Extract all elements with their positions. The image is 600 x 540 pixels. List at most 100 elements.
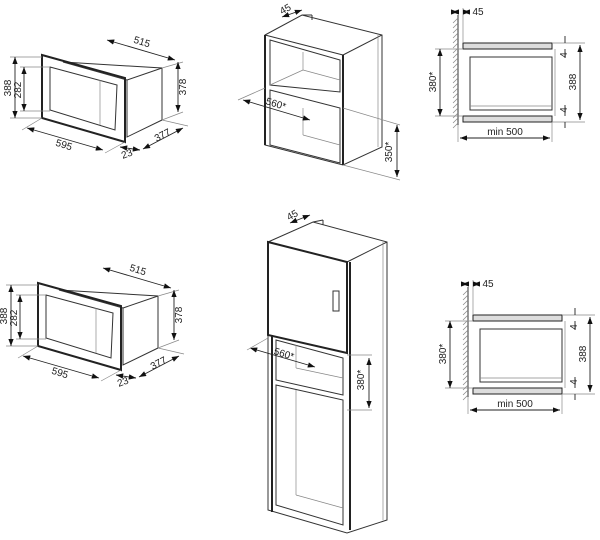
width-label: 595	[54, 138, 74, 154]
outline-line	[462, 379, 469, 386]
gap-label: 45	[482, 279, 494, 290]
body-height-label: 378	[174, 306, 185, 323]
top-clearance-label: 4	[559, 52, 570, 58]
outline-line	[452, 97, 459, 104]
frame-depth-label: 23	[120, 147, 135, 161]
outline-line	[462, 339, 469, 346]
height-label: 388	[578, 345, 589, 362]
outline-line	[452, 122, 459, 129]
front-height-label: 388	[3, 79, 14, 96]
outline-line	[161, 119, 189, 127]
outline-line	[462, 324, 469, 331]
outline-line	[462, 329, 469, 336]
outline-line	[462, 384, 469, 391]
outline-line	[452, 67, 459, 74]
outline-line	[462, 394, 469, 401]
outline-line	[295, 494, 344, 509]
bottom-clearance-label: 4	[569, 379, 580, 385]
depth-label: 515	[128, 263, 148, 279]
niche-width-label: 560*	[264, 96, 287, 113]
depth-dimension	[102, 267, 172, 289]
height-label: 388	[568, 73, 579, 90]
outline-line	[312, 219, 324, 223]
depth-label: min 500	[487, 127, 523, 138]
bottom-clearance-label: 4	[559, 107, 570, 113]
appliance-section	[469, 56, 553, 111]
outline-line	[462, 314, 469, 321]
body-height-label: 378	[178, 78, 189, 95]
oven-niche	[275, 384, 344, 526]
upper-opening	[269, 39, 341, 93]
front-height-label: 388	[0, 307, 10, 324]
lower-opening	[269, 89, 341, 164]
outline-line	[462, 364, 469, 371]
lower-shelf	[472, 387, 563, 395]
upper-shelf	[472, 314, 563, 322]
niche-height-label: 380*	[438, 344, 449, 365]
outline-line	[452, 117, 459, 124]
outline-line	[452, 42, 459, 49]
outline-line	[452, 37, 459, 44]
outline-line	[452, 77, 459, 84]
outline-line	[462, 294, 469, 301]
window-height-label: 282	[13, 81, 24, 98]
body-depth-label: 377	[153, 127, 173, 145]
outline-line	[452, 107, 459, 114]
window-height-label: 282	[9, 309, 20, 326]
outline-line	[452, 62, 459, 69]
outline-line	[452, 102, 459, 109]
outline-line	[237, 87, 266, 101]
gap-label: 45	[472, 7, 484, 18]
gap-label: 45	[285, 208, 301, 223]
outline-line	[342, 34, 383, 56]
outline-line	[462, 369, 469, 376]
outline-line	[462, 289, 469, 296]
outline-line	[346, 241, 388, 263]
depth-label: min 500	[497, 399, 533, 410]
width-label: 595	[50, 366, 70, 382]
frame-depth-dimension	[119, 145, 141, 152]
depth-dimension	[106, 39, 176, 61]
niche-height-label: 380*	[356, 370, 367, 391]
outline-line	[21, 117, 43, 131]
width-dimension	[26, 127, 104, 151]
wall-cabinet: 560* 350* 45	[237, 2, 401, 181]
outline-line	[452, 52, 459, 59]
outline-line	[302, 134, 341, 146]
upper-shelf	[462, 42, 553, 50]
outline-line	[452, 22, 459, 29]
body-depth-label: 377	[149, 355, 169, 373]
niche-height-label: 350*	[384, 142, 395, 163]
outline-line	[452, 27, 459, 34]
outline-line	[100, 369, 122, 382]
outline-line	[452, 17, 459, 24]
outline-line	[462, 299, 469, 306]
appliance-window	[45, 294, 114, 359]
outline-line	[462, 374, 469, 381]
outline-line	[462, 359, 469, 366]
outline-line	[17, 345, 39, 359]
outline-line	[342, 107, 401, 126]
cabinet-door	[267, 240, 348, 355]
frame-depth-label: 23	[116, 375, 131, 389]
outline-line	[269, 69, 304, 86]
gap-label: 45	[278, 2, 294, 17]
outline-line	[452, 92, 459, 99]
outline-line	[452, 82, 459, 89]
outline-line	[122, 295, 159, 309]
outline-line	[342, 164, 401, 181]
outline-line	[452, 32, 459, 39]
gap-dimension	[289, 214, 311, 224]
outline-line	[157, 347, 185, 355]
outline-line	[157, 289, 180, 297]
door-handle	[332, 290, 340, 312]
outline-line	[462, 304, 469, 311]
outline-line	[161, 111, 184, 121]
tall-cabinet: 560*380*45	[246, 208, 388, 534]
outline-line	[462, 344, 469, 351]
outline-line	[462, 334, 469, 341]
